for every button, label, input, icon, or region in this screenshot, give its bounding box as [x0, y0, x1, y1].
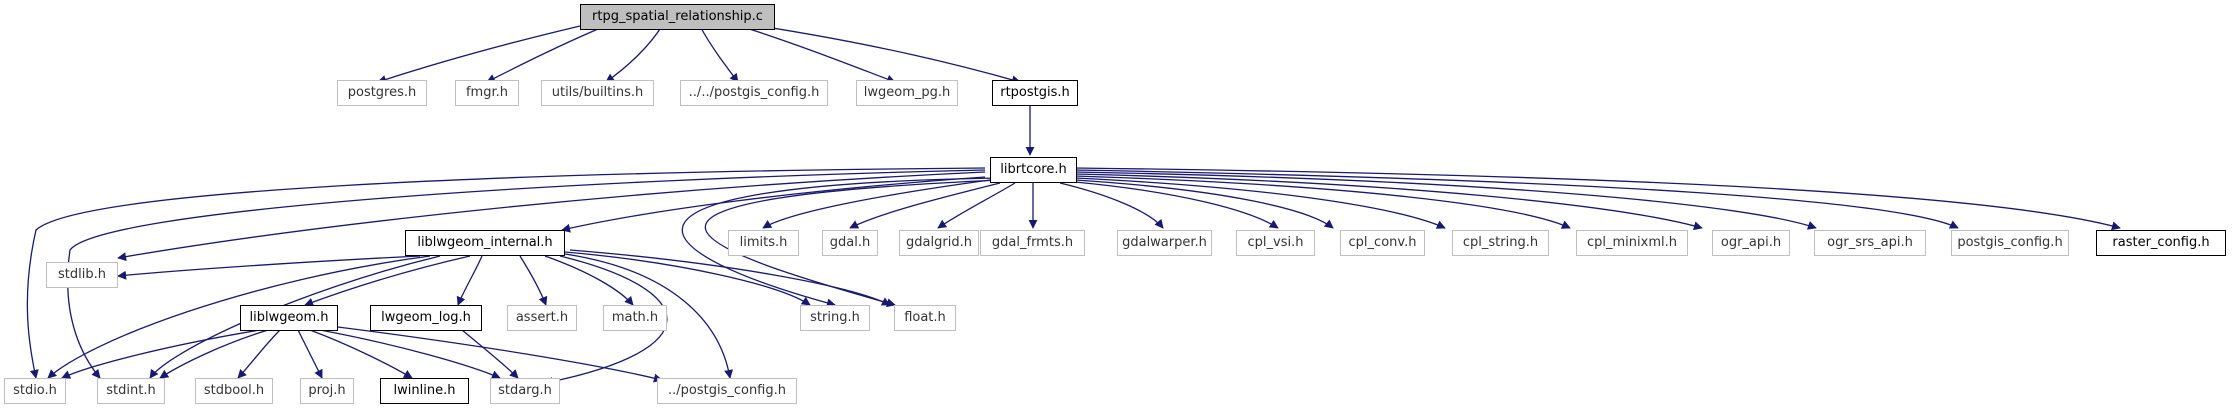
edge-librtcore-cpl-conv: [1074, 179, 1334, 229]
edge-lwgeom-log-stdarg: [461, 329, 519, 379]
edge-root-builtins: [605, 25, 663, 83]
edge-librtcore-gdal: [849, 182, 1001, 229]
edge-librtcore-float: [704, 179, 1001, 308]
edge-librtcore-cpl-vsi: [1074, 181, 1279, 229]
node-cpl-string-h: cpl_string.h: [1452, 230, 1549, 256]
edge-librtcore-limits: [762, 179, 991, 229]
node-lwinline-h[interactable]: lwinline.h: [380, 378, 469, 404]
edge-internal-stdlib: [117, 255, 421, 280]
edge-root-fmgr: [486, 25, 606, 83]
edge-librtcore-postgis-config: [1074, 169, 1959, 229]
edge-liblwgeom-stdint: [159, 329, 269, 379]
edge-internal-stdio: [47, 255, 431, 379]
node-stdint-h: stdint.h: [97, 378, 165, 404]
node-utils-builtins-h: utils/builtins.h: [541, 80, 654, 106]
edge-root-lwgeom-pg: [739, 25, 896, 84]
node-raster-config-h[interactable]: raster_config.h: [2096, 230, 2226, 256]
edge-librtcore-cpl-string: [1074, 177, 1446, 229]
node-gdal-h: gdal.h: [822, 230, 878, 256]
node-liblwgeom-internal-h[interactable]: liblwgeom_internal.h: [405, 230, 565, 256]
node-cpl-conv-h: cpl_conv.h: [1340, 230, 1425, 256]
edge-internal-pgconfig-up: [564, 253, 734, 379]
node-ogr-srs-api-h: ogr_srs_api.h: [1814, 230, 1926, 256]
node-assert-h: assert.h: [507, 305, 577, 331]
edge-internal-lwgeom-log: [456, 255, 483, 306]
node-gdalwarper-h: gdalwarper.h: [1117, 230, 1212, 256]
node-cpl-vsi-h: cpl_vsi.h: [1236, 230, 1315, 256]
edge-liblwgeom-lwinline: [309, 329, 413, 379]
edge-root-postgres: [377, 25, 581, 84]
node-rel-postgis-config-h: ../../postgis_config.h: [680, 80, 828, 106]
edge-librtcore-cpl-minixml: [1074, 175, 1571, 229]
edge-liblwgeom-proj: [297, 329, 323, 379]
node-ogr-api-h: ogr_api.h: [1712, 230, 1790, 256]
edge-internal-math: [544, 255, 634, 306]
edge-internal-liblwgeom: [304, 255, 471, 307]
node-librtcore-h[interactable]: librtcore.h: [990, 157, 1077, 183]
node-fmgr-h: fmgr.h: [455, 80, 519, 106]
node-stdbool-h: stdbool.h: [195, 378, 273, 404]
node-stdlib-h: stdlib.h: [46, 262, 118, 288]
edge-librtcore-string: [681, 177, 1001, 308]
edge-liblwgeom-stdio: [61, 329, 261, 379]
node-gdal-frmts-h: gdal_frmts.h: [980, 230, 1085, 256]
node-string-h: string.h: [800, 305, 870, 331]
edge-librtcore-raster-config: [1074, 167, 2121, 231]
node-float-h: float.h: [894, 305, 956, 331]
edge-liblwgeom-pgconfig-up: [329, 325, 663, 383]
node-proj-h: proj.h: [300, 378, 354, 404]
edge-librtcore-stdio: [26, 167, 986, 379]
edge-librtcore-gdalwarper: [1059, 182, 1164, 229]
node-postgres-h: postgres.h: [337, 80, 427, 106]
node-stdio-h: stdio.h: [4, 378, 66, 404]
node-cpl-minixml-h: cpl_minixml.h: [1576, 230, 1688, 256]
edge-liblwgeom-stdbool: [237, 329, 281, 379]
node-liblwgeom-h[interactable]: liblwgeom.h: [240, 305, 338, 331]
edge-liblwgeom-stdarg: [319, 329, 501, 379]
node-math-h: math.h: [603, 305, 667, 331]
edge-librtcore-stdint: [67, 169, 986, 379]
edge-librtcore-ogr-srs-api: [1074, 171, 1817, 230]
edge-librtcore-stdlib: [117, 171, 986, 262]
edge-librtcore-liblwgeom-internal: [561, 176, 986, 233]
edge-root-pgconfig-rel: [699, 25, 739, 83]
node-limits-h: limits.h: [728, 230, 799, 256]
edge-internal-assert: [519, 255, 548, 306]
edge-root-rtpostgis: [759, 25, 1021, 85]
node-stdarg-h: stdarg.h: [490, 378, 560, 404]
edge-librtcore-gdalgrid: [937, 182, 1016, 229]
node-rtpg-spatial-relationship-c: rtpg_spatial_relationship.c: [580, 4, 775, 30]
node-up-postgis-config-h: ../postgis_config.h: [657, 378, 797, 404]
edge-librtcore-ogr-api: [1074, 173, 1703, 231]
node-postgis-config-h: postgis_config.h: [1951, 230, 2069, 256]
edge-internal-float: [569, 249, 891, 306]
node-lwgeom-log-h[interactable]: lwgeom_log.h: [370, 305, 482, 331]
node-rtpostgis-h[interactable]: rtpostgis.h: [992, 80, 1078, 106]
edge-internal-string: [564, 251, 811, 306]
node-gdalgrid-h: gdalgrid.h: [899, 230, 979, 256]
node-lwgeom-pg-h: lwgeom_pg.h: [856, 80, 958, 106]
